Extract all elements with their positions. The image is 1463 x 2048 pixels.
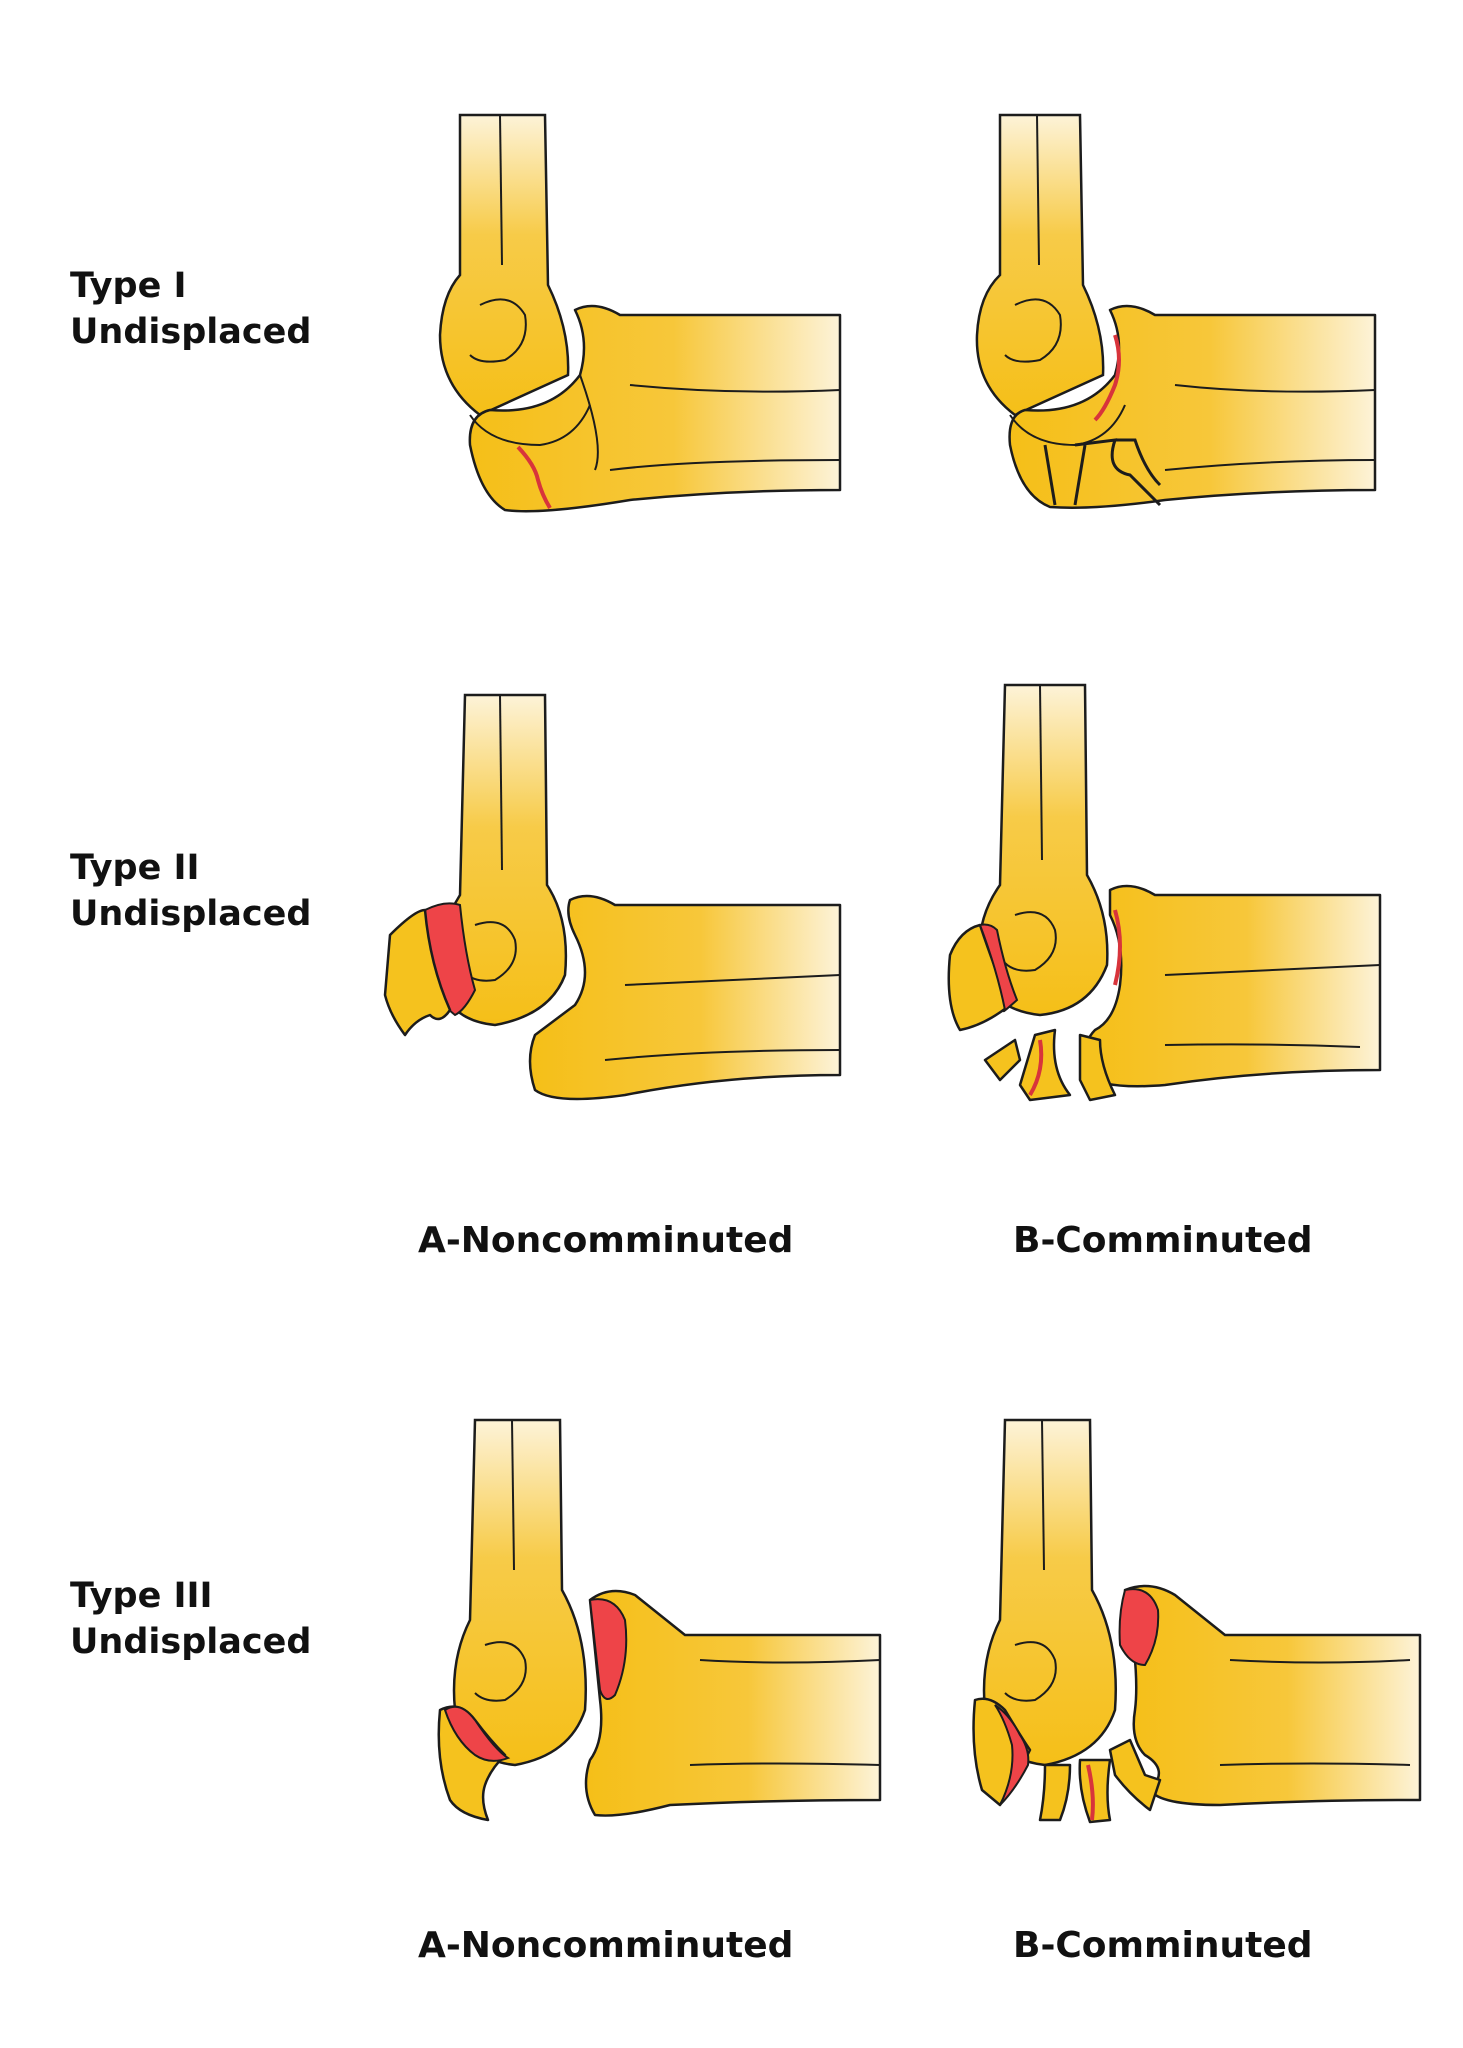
status-label: Undisplaced: [70, 1622, 312, 1662]
column-label-noncomminuted: A-Noncomminuted: [418, 1220, 794, 1261]
type-label: Type II: [70, 848, 200, 888]
elbow-illustration-type-1-a: [438, 113, 842, 513]
column-label-comminuted: B-Comminuted: [1013, 1220, 1313, 1261]
type-label: Type III: [70, 1576, 213, 1616]
elbow-illustration-type-3-a: [437, 1418, 882, 1822]
row-label-type-2: Type II Undisplaced: [70, 845, 311, 937]
type-label: Type I: [70, 266, 187, 306]
elbow-illustration-type-1-b: [975, 113, 1377, 509]
row-label-type-1: Type I Undisplaced: [70, 263, 311, 355]
elbow-illustration-type-2-b: [947, 683, 1382, 1102]
status-label: Undisplaced: [70, 312, 312, 352]
elbow-illustration-type-2-a: [383, 693, 842, 1101]
column-label-comminuted: B-Comminuted: [1013, 1925, 1313, 1966]
column-label-noncomminuted: A-Noncomminuted: [418, 1925, 794, 1966]
elbow-illustration-type-3-b: [972, 1418, 1422, 1824]
row-label-type-3: Type III Undisplaced: [70, 1573, 311, 1665]
status-label: Undisplaced: [70, 894, 312, 934]
